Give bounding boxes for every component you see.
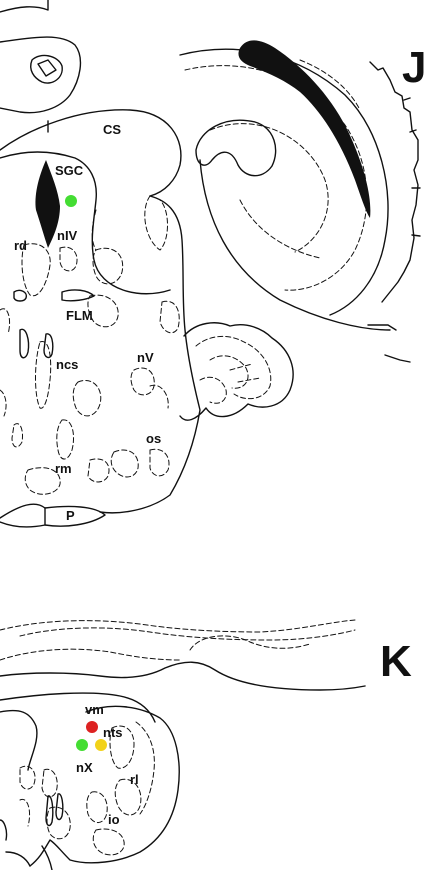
label-nts: nts — [103, 725, 123, 740]
label-p: P — [66, 508, 75, 523]
label-sgc: SGC — [55, 163, 84, 178]
label-ncs: ncs — [56, 357, 78, 372]
label-nv: nV — [137, 350, 154, 365]
label-vm: vm — [85, 702, 104, 717]
panel-k-labels: vm nts nX rl io — [76, 702, 139, 827]
label-os: os — [146, 431, 161, 446]
label-rd: rd — [14, 238, 27, 253]
panel-j-labels: CS SGC nIV rd FLM ncs nV os rm P — [14, 122, 161, 523]
label-nx: nX — [76, 760, 93, 775]
label-niv: nIV — [57, 228, 78, 243]
panel-letter-j: J — [402, 43, 426, 92]
marker-vm — [86, 721, 98, 733]
panel-k — [0, 619, 366, 870]
panel-j — [0, 0, 421, 528]
label-io: io — [108, 812, 120, 827]
marker-nts — [95, 739, 107, 751]
marker-nx — [76, 739, 88, 751]
label-cs: CS — [103, 122, 121, 137]
label-rl: rl — [130, 772, 139, 787]
label-rm: rm — [55, 461, 72, 476]
panel-letter-k: K — [380, 637, 412, 686]
marker-sgc — [65, 195, 77, 207]
label-flm: FLM — [66, 308, 93, 323]
